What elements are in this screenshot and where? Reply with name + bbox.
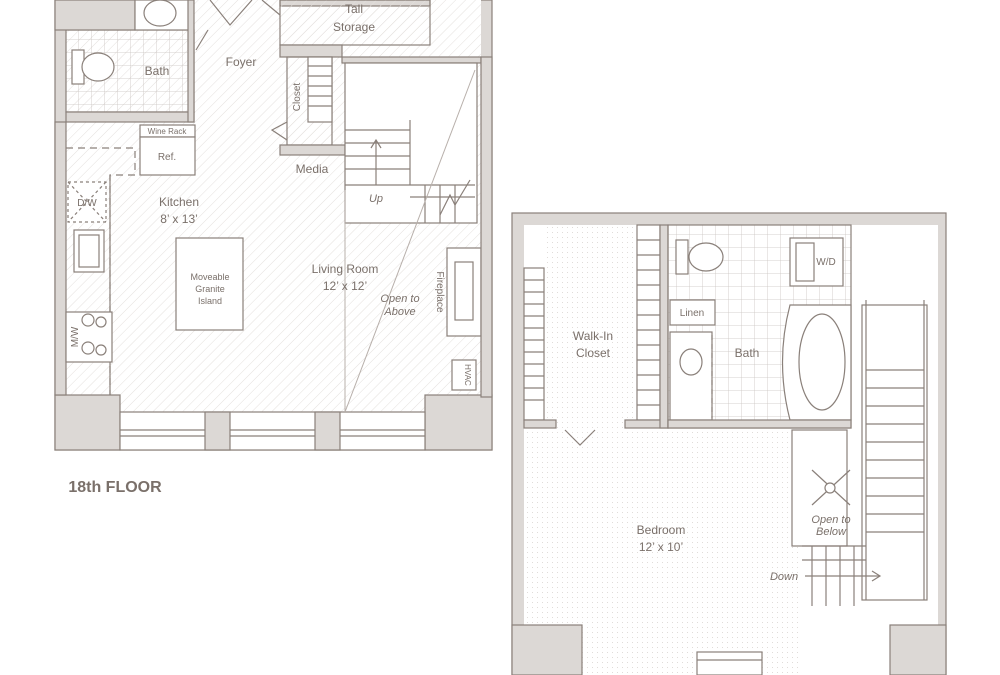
upper-bath-vanity (669, 331, 713, 421)
granite-island (175, 237, 244, 331)
closet-bath-divider (659, 224, 669, 429)
stair-wall (341, 56, 482, 64)
storage-door-swing-2 (261, 0, 281, 16)
closet-shelf-right (636, 224, 661, 421)
lower-window-band (119, 411, 426, 451)
hvac-label: HVAC (463, 364, 472, 386)
tall-storage-label-2: Storage (333, 20, 375, 34)
kitchen-counter-wall (54, 121, 67, 396)
lower-bath-wall-bottom (65, 111, 195, 123)
upper-corner-block-left (511, 624, 583, 675)
burner-icon-2 (95, 316, 107, 328)
burner-icon-1 (81, 313, 95, 327)
refrigerator (139, 136, 196, 176)
lower-corner-block-right (424, 394, 493, 451)
closet-shelf-left-lines (524, 279, 544, 401)
lower-bath-toilet-bowl-icon (81, 52, 115, 82)
dw-label: D/W (77, 198, 97, 209)
lower-bath-label: Bath (145, 64, 170, 78)
tall-storage-label-1: Tall (345, 2, 363, 16)
upper-corner-block-right (889, 624, 947, 675)
fireplace-inner (454, 261, 474, 321)
upper-bath-label: Bath (735, 346, 760, 360)
upper-stair (861, 304, 928, 601)
stair-break-line (439, 179, 471, 216)
living-size-label: 12’ x 12’ (323, 279, 367, 293)
storage-door-swing (209, 0, 253, 26)
upper-floor-plan (511, 212, 947, 675)
closet-floor (547, 225, 635, 428)
up-label: Up (369, 193, 383, 205)
island-label-2: Granite (195, 284, 225, 294)
dishwasher (67, 181, 107, 223)
bedroom-label: Bedroom (637, 523, 686, 537)
media-wall (279, 144, 346, 156)
washer-dryer-inner (795, 242, 815, 282)
media-label: Media (296, 162, 329, 176)
walk-in-closet-label-1: Walk-In (573, 329, 613, 343)
burner-icon-4 (95, 344, 107, 356)
island-label-1: Moveable (190, 272, 229, 282)
wine-rack-label: Wine Rack (148, 127, 188, 136)
kitchen-label: Kitchen (159, 195, 199, 209)
upper-bath-toilet-bowl-icon (688, 242, 724, 272)
fireplace-label: Fireplace (434, 271, 445, 313)
lower-bath-wall-right (187, 0, 195, 123)
closet-shelf (307, 56, 333, 123)
down-label: Down (770, 571, 798, 583)
closet-shelf-left (523, 267, 545, 421)
floor-label: 18th FLOOR (68, 479, 162, 496)
closet-label: Closet (292, 83, 303, 112)
foyer-label: Foyer (226, 55, 257, 69)
open-below-area (791, 429, 848, 547)
open-above-label-2: Above (383, 306, 415, 318)
lower-floor-plan (54, 0, 493, 451)
walk-in-closet-label-2: Closet (576, 346, 611, 360)
closet-door-swing (270, 121, 288, 141)
upper-window (696, 651, 763, 675)
open-below-label-2: Below (816, 526, 847, 538)
kitchen-sink-basin-icon (78, 234, 100, 268)
mw-label: M/W (70, 326, 81, 347)
foyer-partition (279, 44, 343, 58)
lower-stair-treads (345, 120, 475, 223)
linen-closet (669, 299, 716, 326)
open-above-label-1: Open to (380, 293, 419, 305)
labels: Tall Storage Bath Foyer Closet Media Win… (68, 2, 850, 583)
upper-bath-sink-icon (679, 348, 703, 376)
stair-arrow-up-head (370, 138, 382, 149)
open-above-diagonal-2 (344, 69, 476, 413)
island-label-3: Island (198, 296, 222, 306)
living-room-label: Living Room (312, 262, 379, 276)
wd-label: W/D (816, 257, 835, 268)
upper-bath-wall-bottom (667, 419, 852, 429)
lower-right-wall (480, 56, 493, 398)
ref-label: Ref. (158, 152, 176, 163)
lower-corner-block-left (54, 394, 121, 451)
closet-shelf-right-lines (637, 239, 660, 406)
lower-window-pier-2 (314, 411, 341, 451)
hvac-unit (451, 359, 477, 391)
bedroom-size-label: 12’ x 10’ (639, 540, 683, 554)
lower-bath-wall-top (54, 0, 136, 31)
ceiling-fan-hub (824, 482, 836, 494)
lower-bath-door-swing (195, 29, 209, 51)
burner-icon-3 (81, 341, 95, 355)
closet-door-swing-upper (564, 429, 596, 446)
open-below-label-1: Open to (811, 514, 850, 526)
lower-window-pier-1 (204, 411, 231, 451)
linen-label: Linen (680, 308, 704, 319)
down-arrow-head (871, 570, 882, 582)
bathtub-basin (798, 313, 846, 411)
closet-wall-bottom-left (523, 419, 557, 429)
lower-bath-sink-icon (143, 0, 177, 27)
upper-bath-toilet-tank-icon (675, 239, 689, 275)
kitchen-size-label: 8’ x 13’ (160, 212, 198, 226)
tall-storage-room (279, 0, 431, 46)
